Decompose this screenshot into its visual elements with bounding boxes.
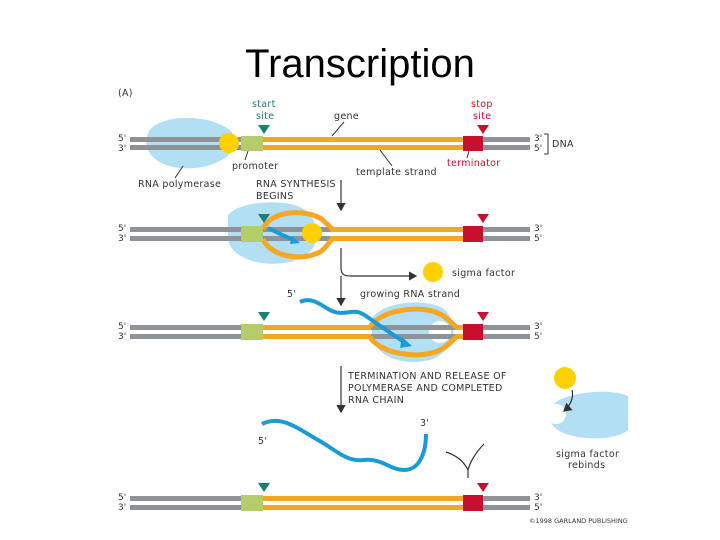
sigma-factor-circle (302, 223, 322, 243)
end-left-bottom: 3' (118, 332, 126, 342)
end-right-bottom: 5' (534, 503, 542, 513)
gene-region-bottom (330, 236, 463, 241)
end-left-bottom: 3' (118, 234, 126, 244)
end-left-top: 5' (118, 224, 126, 234)
start-site-label: start (252, 99, 276, 110)
rna-polymerase-blob (146, 117, 232, 169)
polymerase-notch (429, 321, 451, 343)
gene-label: gene (334, 111, 359, 122)
three-prime-end-label: 3' (420, 418, 429, 429)
end-right-top: 3' (534, 224, 542, 234)
start-site-marker (258, 312, 270, 321)
end-right-top: 3' (534, 322, 542, 332)
polymerase-pointer (174, 165, 184, 179)
gene-region-bottom (263, 505, 463, 510)
terminator-region (463, 136, 483, 151)
gene-region-top (263, 137, 463, 142)
stop-site-marker (477, 483, 489, 492)
promoter-region (241, 136, 263, 151)
promoter-label: promoter (232, 161, 278, 172)
terminator-label: terminator (447, 158, 501, 169)
stop-site-marker (477, 214, 489, 223)
end-right-bottom: 5' (534, 144, 542, 154)
polymerase-notch (546, 404, 566, 424)
sigma-factor-label: sigma factor (452, 268, 515, 279)
gene-region-top (263, 496, 463, 501)
terminator-region (463, 495, 483, 511)
promoter-region (241, 324, 263, 340)
dna-bubble-bottom (260, 236, 335, 260)
end-right-top: 3' (534, 493, 542, 503)
termination-label-2: POLYMERASE AND COMPLETED (348, 383, 503, 394)
growing-rna-strand (299, 298, 406, 344)
five-prime-label: 5' (287, 289, 296, 300)
gene-region-bottom (263, 145, 463, 150)
start-site-marker (258, 483, 270, 492)
released-sigma-factor (423, 262, 443, 282)
gene-region-bottom-right (455, 334, 463, 339)
panel-label: (A) (118, 88, 133, 99)
stop-site-marker (477, 125, 489, 134)
start-site-marker (258, 125, 270, 134)
gene-pointer (331, 121, 345, 137)
sigma-factor-circle (219, 133, 239, 153)
end-left-bottom: 3' (118, 144, 126, 154)
completed-rna-chain (261, 418, 428, 473)
dna-bracket (544, 133, 549, 155)
terminator-region (463, 226, 483, 242)
rna-polymerase-blob (372, 302, 454, 363)
gene-region-top-left (263, 325, 371, 330)
end-right-bottom: 5' (534, 234, 542, 244)
promoter-region (241, 495, 263, 511)
promoter-pointer (244, 150, 249, 161)
template-pointer (379, 149, 393, 167)
terminator-pointer (466, 150, 470, 159)
termination-label-1: TERMINATION AND RELEASE OF (347, 371, 507, 382)
stop-site-marker (477, 312, 489, 321)
end-left-top: 5' (118, 493, 126, 503)
template-strand-label: template strand (356, 167, 437, 178)
stage-2-synthesis-begins: 5' 3' 3' 5' (118, 202, 542, 264)
rna-arrowhead (400, 337, 412, 348)
rna-polymerase-blob (228, 202, 317, 264)
start-site-marker (258, 214, 270, 223)
stop-site-label: stop (471, 99, 493, 110)
promoter-region (241, 226, 263, 242)
stage-4-terminated: 5' 3' 3' 5' (118, 483, 542, 513)
copyright-notice: ©1998 GARLAND PUBLISHING (529, 517, 628, 525)
end-left-top: 5' (118, 134, 126, 144)
sigma-release-arrow (340, 248, 418, 281)
dna-label: DNA (552, 139, 574, 150)
five-prime-end-label: 5' (258, 436, 267, 447)
release-bracket-left (445, 451, 469, 471)
rna-polymerase-label: RNA polymerase (138, 179, 221, 190)
start-site-label-2: site (256, 111, 274, 122)
growing-rna-label: growing RNA strand (360, 289, 460, 300)
end-right-bottom: 5' (534, 332, 542, 342)
dna-bubble-bottom (367, 335, 458, 358)
end-left-bottom: 3' (118, 503, 126, 513)
terminator-region (463, 324, 483, 340)
stage-3-elongation: 5' 3' 3' 5' (118, 298, 542, 363)
rna-synthesis-label: RNA SYNTHESIS (256, 179, 336, 190)
dna-bubble-top (367, 306, 458, 329)
sigma-rebinds-label-1: sigma factor (556, 449, 619, 460)
rna-arrowhead (290, 236, 300, 244)
stage-1-initial: start site gene stop site 5' 3' 3' 5' DN… (118, 99, 574, 190)
rna-synthesis-label-2: BEGINS (256, 191, 294, 202)
release-bracket-right (467, 443, 485, 478)
rebinding-sigma-factor (554, 367, 576, 389)
sigma-rebind-arrow (563, 389, 574, 412)
end-right-top: 3' (534, 134, 542, 144)
gene-region-top-right (455, 325, 463, 330)
sigma-rebinds-label-2: rebinds (568, 460, 605, 471)
gene-region-top (330, 227, 463, 232)
slide-title: Transcription (245, 42, 475, 86)
gene-region-bottom-left (263, 334, 371, 339)
dna-bubble-top (260, 210, 335, 232)
stop-site-label-2: site (473, 111, 491, 122)
end-left-top: 5' (118, 322, 126, 332)
termination-label-3: RNA CHAIN (348, 395, 404, 406)
